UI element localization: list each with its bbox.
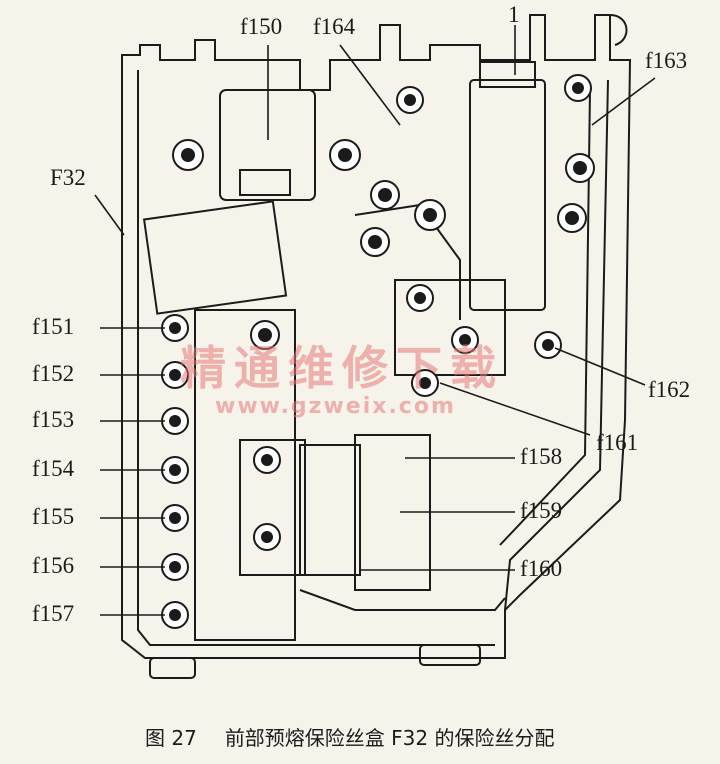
right-rail-inner	[499, 89, 591, 546]
label-f150: f150	[240, 14, 283, 39]
housing-outline	[121, 14, 632, 659]
figure-caption: 图 27 前部预熔保险丝盒 F32 的保险丝分配	[145, 722, 554, 751]
label-f156: f156	[32, 553, 75, 578]
relay-1	[469, 79, 546, 311]
label-f151: f151	[32, 314, 75, 339]
relay-1-top	[479, 61, 536, 88]
label-f160: f160	[520, 556, 563, 581]
label-f152: f152	[32, 361, 75, 386]
top-clip	[609, 14, 628, 46]
bracket-arm	[354, 203, 461, 320]
foot-left	[149, 657, 196, 679]
bottom-ledge	[299, 589, 506, 611]
label-f163: f163	[645, 48, 688, 73]
label-f153: f153	[32, 407, 75, 432]
label-f161: f161	[596, 430, 639, 455]
fuse-strip	[194, 309, 296, 641]
watermark-url: www.gzweix.com	[215, 394, 456, 419]
label-f158: f158	[520, 444, 563, 469]
label-f164: f164	[313, 14, 356, 39]
relay-f159-body	[299, 444, 361, 576]
label-f155: f155	[32, 504, 75, 529]
label-f157: f157	[32, 601, 75, 626]
bracket-f162	[394, 279, 506, 376]
watermark-chinese: 精通维修下载	[180, 341, 504, 395]
label-f159: f159	[520, 498, 563, 523]
figure-number: 图 27	[145, 726, 197, 750]
fuse-box-diagram	[94, 14, 656, 679]
bolts	[172, 74, 595, 551]
fuse-terminals	[161, 314, 189, 629]
leader-lines	[94, 25, 656, 616]
label-f154: f154	[32, 456, 75, 481]
label-F32: F32	[50, 165, 86, 190]
label-1: 1	[508, 2, 520, 27]
inner-wall	[137, 70, 495, 646]
foot-right	[419, 644, 481, 666]
label-f162: f162	[648, 377, 691, 402]
figure-caption-text: 前部预熔保险丝盒 F32 的保险丝分配	[224, 726, 555, 750]
right-rail	[504, 79, 609, 611]
fuse-block-left	[142, 200, 288, 315]
relay-f150-window	[239, 169, 291, 196]
fuse-holder-lower	[239, 439, 306, 576]
